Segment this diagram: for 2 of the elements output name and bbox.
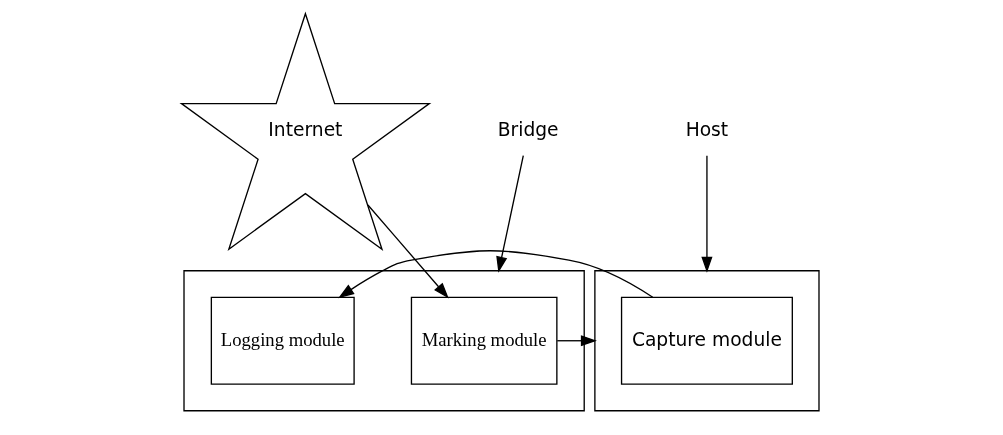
node-text: Bridge: [497, 119, 559, 141]
node-text: Host: [685, 119, 729, 141]
